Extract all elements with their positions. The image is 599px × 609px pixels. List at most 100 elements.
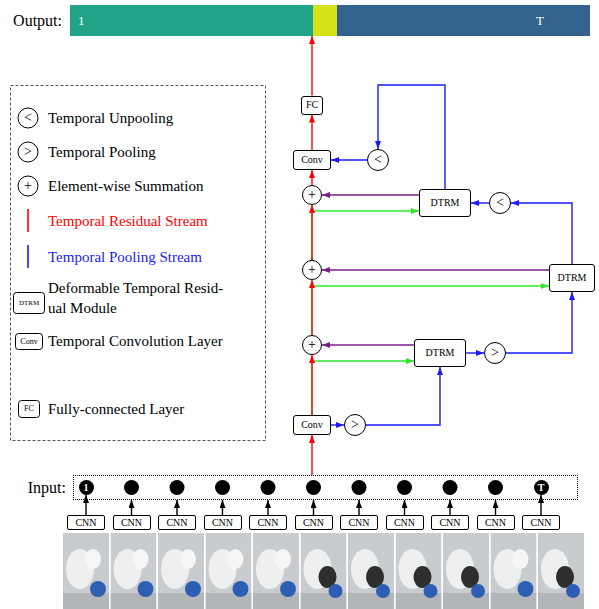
connector — [322, 269, 549, 270]
legend-text: Temporal Unpooling — [48, 108, 173, 128]
node-text: > — [351, 418, 359, 432]
node-text: + — [308, 338, 316, 352]
legend-symbol — [18, 142, 38, 162]
sum-circle: + — [302, 335, 322, 355]
node-text: CNN — [257, 518, 278, 528]
connector — [466, 352, 484, 353]
connector — [311, 170, 312, 185]
unpooling-circle: < — [489, 192, 511, 214]
connector — [404, 500, 405, 515]
input-feature: T — [534, 480, 549, 495]
connector — [85, 495, 86, 515]
node-text: Conv — [301, 420, 323, 430]
legend-symbol-text: > — [24, 145, 32, 159]
output-segment: T — [337, 5, 590, 36]
input-frame: Input:1T — [73, 475, 578, 500]
connector — [378, 85, 445, 189]
node-text: CNN — [485, 518, 506, 528]
node-text: DTRM — [431, 198, 460, 208]
node-text: CNN — [394, 518, 415, 528]
legend-text: Temporal Pooling — [48, 142, 156, 162]
legend-text: Deformable Temporal Resid- ual Module — [48, 278, 236, 318]
heading: Output: — [13, 13, 62, 29]
dtrm-box: DTRM — [419, 189, 471, 217]
node-text: CNN — [166, 518, 187, 528]
node-text: FC — [306, 100, 318, 110]
pooling-circle: > — [484, 342, 506, 364]
connector — [311, 36, 312, 96]
pooling-circle: > — [344, 414, 366, 436]
legend-symbol — [18, 176, 38, 196]
cnn-box: CNN — [295, 515, 333, 530]
legend-text: Temporal Convolution Layer — [48, 331, 223, 351]
legend-symbol-text: < — [24, 111, 32, 125]
fc-layer: FC — [301, 96, 323, 115]
node-text: CNN — [303, 518, 324, 528]
legend-symbol-text: + — [24, 179, 32, 193]
node-text: DTRM — [426, 348, 455, 358]
cnn-box: CNN — [522, 515, 560, 530]
node-text: 1 — [84, 483, 89, 493]
node-text: > — [491, 346, 499, 360]
conv-layer: Conv — [293, 150, 331, 170]
connector — [311, 205, 312, 260]
connector — [511, 203, 572, 264]
connector — [331, 424, 344, 425]
node-text: + — [308, 188, 316, 202]
connector — [366, 367, 440, 425]
legend-line — [27, 245, 29, 268]
node-text: T — [538, 483, 545, 493]
connector — [312, 361, 414, 415]
cnn-box: CNN — [113, 515, 151, 530]
legend-frame — [11, 86, 266, 441]
cnn-box: CNN — [158, 515, 196, 530]
heading: Input: — [28, 480, 66, 496]
node-text: CNN — [439, 518, 460, 528]
legend-symbol-text: Conv — [20, 338, 37, 346]
cnn-box: CNN — [67, 515, 105, 530]
connector — [358, 500, 359, 515]
dtrm-box: DTRM — [414, 339, 466, 367]
connector — [313, 500, 314, 515]
connector — [322, 194, 419, 195]
connector — [311, 355, 312, 415]
dtrm-box: DTRM — [549, 264, 595, 292]
sum-circle: + — [302, 260, 322, 280]
legend-symbol — [14, 293, 45, 314]
input-dots — [124, 480, 503, 495]
connector — [311, 280, 312, 335]
output-bar: Output:1T — [70, 5, 590, 36]
connector — [311, 435, 312, 475]
node-text: CNN — [348, 518, 369, 528]
cnn-box: CNN — [477, 515, 515, 530]
connector — [322, 344, 414, 345]
unpooling-circle: < — [367, 149, 389, 171]
node-text: CNN — [75, 518, 96, 528]
legend-line — [27, 209, 29, 232]
cnn-box: CNN — [431, 515, 469, 530]
legend-symbol — [19, 401, 40, 418]
connector — [311, 115, 312, 151]
node-text: CNN — [530, 518, 551, 528]
connector — [331, 159, 367, 160]
cnn-box: CNN — [204, 515, 242, 530]
connector — [471, 202, 489, 203]
node-text: CNN — [121, 518, 142, 528]
connector — [312, 211, 419, 260]
connector — [176, 500, 177, 515]
sum-circle: + — [302, 185, 322, 205]
video-frames — [63, 533, 584, 609]
node-text: + — [308, 263, 316, 277]
legend-text: Fully-connected Layer — [48, 399, 184, 419]
node-text: 1 — [78, 14, 85, 27]
connector — [449, 500, 450, 515]
legend-symbol-text: DTRM — [19, 300, 39, 307]
node-text: T — [536, 14, 544, 27]
connector — [267, 500, 268, 515]
legend-symbol — [18, 108, 38, 128]
legend-text: Temporal Residual Stream — [48, 211, 208, 231]
cnn-box: CNN — [340, 515, 378, 530]
node-text: DTRM — [558, 273, 587, 283]
node-text: Conv — [301, 155, 323, 165]
legend-text: Element-wise Summation — [48, 176, 203, 196]
